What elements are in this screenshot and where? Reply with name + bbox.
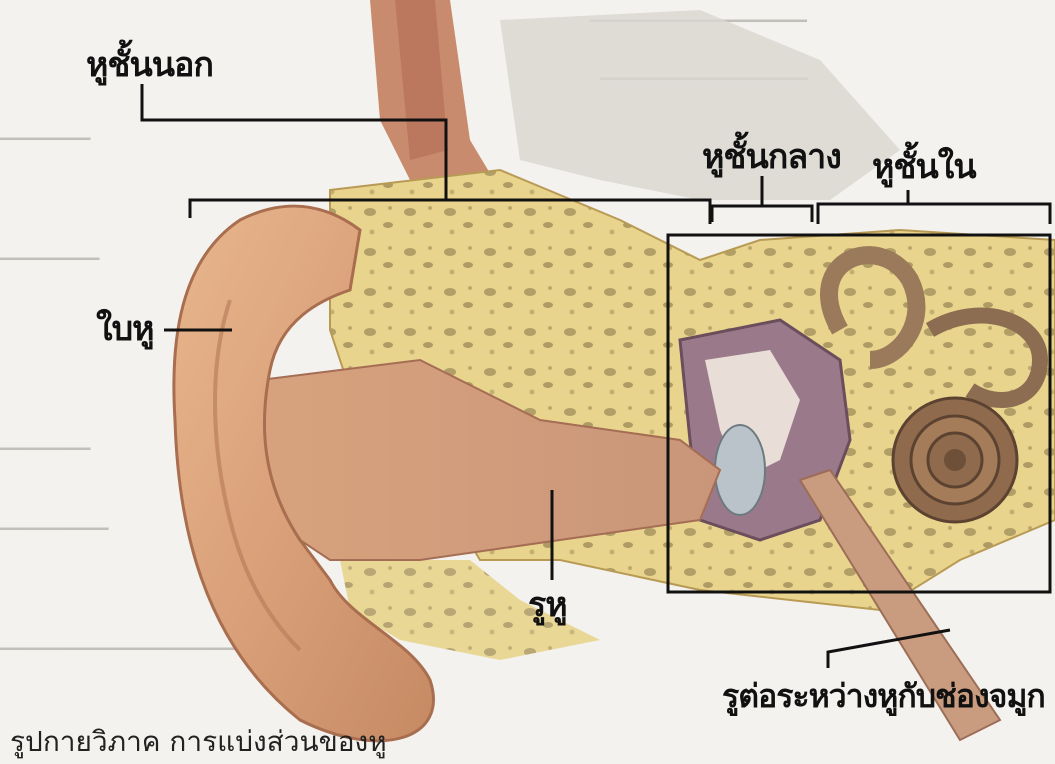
- eardrum: [715, 425, 765, 515]
- eustachian-tube-label: รูต่อระหว่างหูกับช่องจมูก: [722, 680, 1045, 712]
- figure-caption: รูปกายวิภาค การแบ่งส่วนของหู: [10, 720, 387, 764]
- middle-ear-label: หูชั้นกลาง: [702, 140, 841, 174]
- outer-ear-label: หูชั้นนอก: [86, 48, 213, 82]
- inner-ear-label: หูชั้นใน: [872, 150, 976, 184]
- ear-canal-label: รูหู: [528, 588, 567, 622]
- pinna-label: ใบหู: [96, 312, 154, 346]
- cochlea: [893, 398, 1017, 522]
